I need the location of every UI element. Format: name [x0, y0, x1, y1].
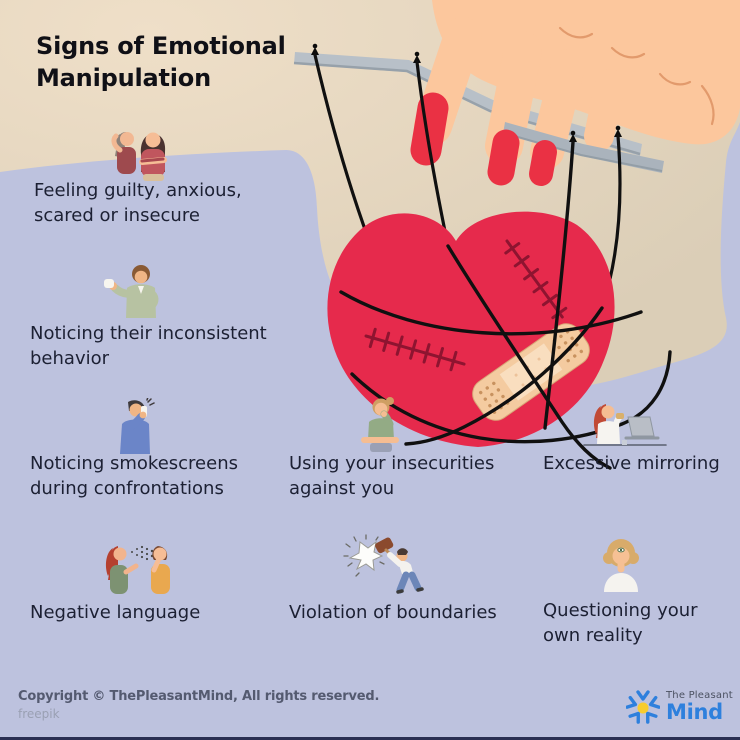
- sign-label-inconsistent-behavior: Noticing their inconsistent behavior: [30, 323, 267, 369]
- brand-top-text: The Pleasant: [666, 690, 733, 701]
- knuckle-creases: [558, 26, 715, 126]
- sign-label-negative-language: Negative language: [30, 602, 201, 623]
- arguing-couple-icon: [105, 545, 170, 594]
- stitch-left: [364, 327, 466, 372]
- bottom-edge-strip: [0, 737, 740, 740]
- sign-label-feeling-guilty: Feeling guilty, anxious, scared or insec…: [34, 180, 242, 226]
- page-title: Signs of Emotional Manipulation: [36, 32, 286, 92]
- woman-thinking-icon: [361, 397, 399, 452]
- man-on-phone-icon: [120, 398, 155, 454]
- pleasant-mind-star-icon: [626, 690, 660, 724]
- brand-logo: The Pleasant Mind: [626, 690, 733, 724]
- brand-bottom-text: Mind: [666, 700, 723, 724]
- woman-at-laptop-icon: [583, 404, 667, 446]
- sign-label-questioning-reality: Questioning your own reality: [543, 600, 698, 646]
- stitch-right: [504, 239, 568, 320]
- footer: Copyright © ThePleasantMind, All rights …: [18, 688, 379, 722]
- woman-third-eye-icon: [603, 539, 639, 592]
- two-distressed-women-icon: [111, 132, 167, 181]
- string-pegs: [311, 43, 622, 142]
- sign-label-excessive-mirroring: Excessive mirroring: [543, 453, 720, 474]
- attribution-text: freepik: [18, 707, 60, 721]
- sign-label-smokescreens: Noticing smokescreens during confrontati…: [30, 453, 238, 499]
- man-breaking-wall-icon: [343, 534, 424, 594]
- brand-wordmark: The Pleasant Mind: [666, 691, 733, 723]
- sign-label-insecurities: Using your insecurities against you: [289, 453, 495, 499]
- man-pointing-at-watch-icon: [104, 265, 159, 318]
- copyright-text: Copyright © ThePleasantMind, All rights …: [18, 689, 380, 704]
- wrapped-strings: [339, 140, 672, 470]
- sign-label-violation-of-boundaries: Violation of boundaries: [289, 602, 497, 623]
- puppet-hand: [432, 0, 740, 145]
- puppet-bar-lower: [503, 122, 664, 173]
